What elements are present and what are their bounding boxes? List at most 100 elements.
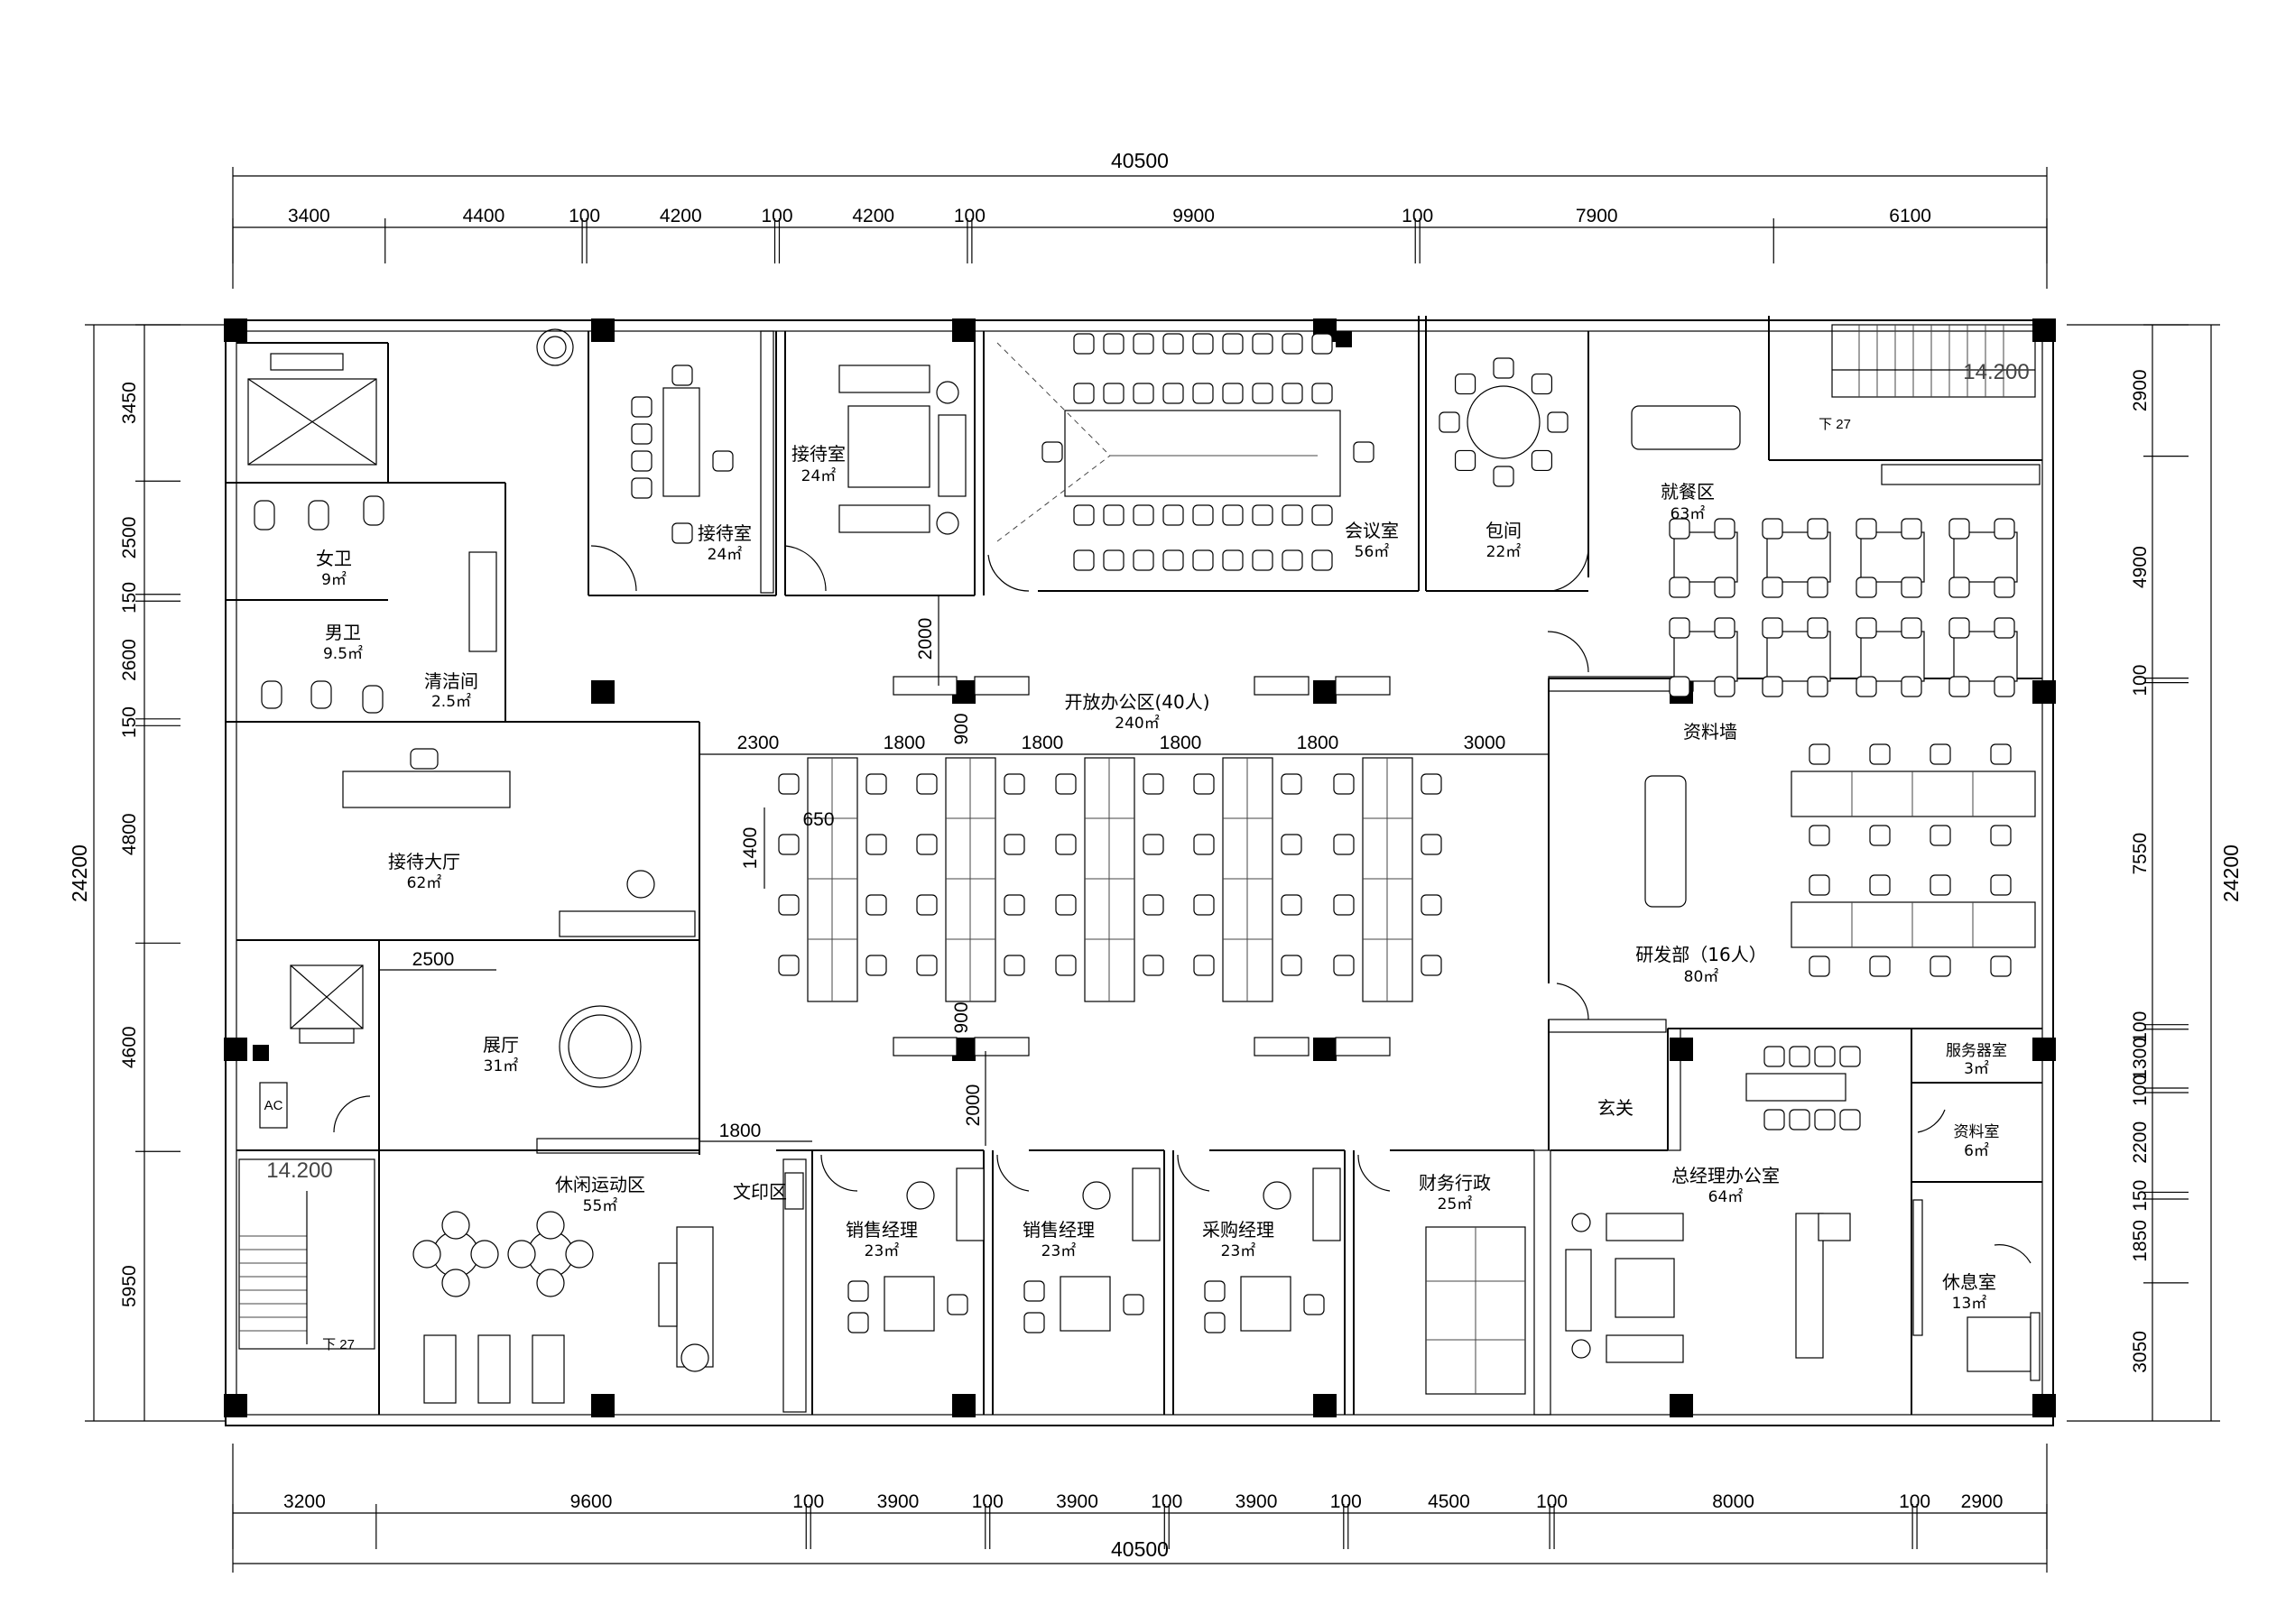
cabinet <box>1254 1037 1310 1057</box>
meeting-chair <box>1222 549 1244 571</box>
finance-admin-area: 25㎡ <box>1438 1195 1473 1213</box>
leisure-chair <box>441 1211 470 1240</box>
dining-chair <box>1714 518 1735 540</box>
rd-chair <box>1809 874 1830 896</box>
top-dim-7: 9900 <box>1172 206 1215 226</box>
sales-manager-a-name: 销售经理 <box>846 1219 918 1241</box>
office-chair <box>1333 894 1355 916</box>
office-chair <box>1421 894 1442 916</box>
reception-chair <box>631 450 652 472</box>
right-dim-10: 3050 <box>2130 1331 2151 1373</box>
meeting-chair <box>1133 549 1154 571</box>
office-chair <box>865 955 887 976</box>
rd-chair <box>1930 825 1951 846</box>
top-dim-4: 100 <box>761 206 792 226</box>
right-dim-0: 2900 <box>2130 369 2151 411</box>
dining-chair <box>1948 577 1970 598</box>
round-table-chair <box>1454 373 1476 395</box>
leisure-chair <box>412 1240 441 1269</box>
round-table-chair <box>1454 449 1476 472</box>
dining-chair <box>1994 577 2015 598</box>
office-chair <box>1004 955 1025 976</box>
manager-desk <box>884 1276 935 1332</box>
gm-meeting-chair <box>1763 1046 1785 1067</box>
dim-1800-d: 1800 <box>1297 733 1339 753</box>
dining-chair <box>1762 577 1783 598</box>
top-total-dimension: 40500 <box>1111 149 1169 172</box>
sales-manager-a-area: 23㎡ <box>865 1242 900 1260</box>
reception-chair <box>631 477 652 499</box>
dining-chair <box>1762 617 1783 639</box>
office-chair <box>778 894 800 916</box>
rest-room-area: 13㎡ <box>1952 1295 1987 1313</box>
office-chair <box>1421 955 1442 976</box>
meeting-chair <box>1252 549 1273 571</box>
office-chair <box>916 955 938 976</box>
office-chair <box>916 834 938 855</box>
manager-sofa <box>956 1167 985 1241</box>
right-dim-4: 100 <box>2130 1011 2151 1043</box>
dim-2000-top: 2000 <box>915 618 936 660</box>
meeting-chair <box>1192 333 1214 355</box>
dining-chair <box>1994 518 2015 540</box>
office-chair <box>1193 773 1215 795</box>
dining-chair <box>1994 617 2015 639</box>
office-chair <box>1143 955 1164 976</box>
rd-chair <box>1809 955 1830 977</box>
meeting-chair <box>1311 549 1333 571</box>
meeting-chair <box>1192 504 1214 526</box>
left-dim-4: 150 <box>119 706 140 738</box>
bottom-dim-13: 2900 <box>1961 1491 2004 1512</box>
meeting-chair <box>1311 383 1333 404</box>
dining-chair <box>1948 676 1970 697</box>
open-office-name: 开放办公区(40人) <box>1064 691 1209 713</box>
ac-label: AC <box>264 1098 283 1113</box>
leisure-chair <box>536 1269 565 1297</box>
bottom-total-dimension: 40500 <box>1111 1537 1169 1561</box>
cabinet <box>974 1037 1030 1057</box>
bottom-dim-6: 100 <box>1151 1491 1182 1512</box>
dining-chair <box>1856 518 1877 540</box>
plant <box>1263 1181 1291 1210</box>
office-chair <box>1193 894 1215 916</box>
manager-sofa <box>1312 1167 1341 1241</box>
dining-chair <box>1669 518 1690 540</box>
gm-meeting-chair <box>1814 1046 1836 1067</box>
right-dim-9: 1850 <box>2130 1220 2151 1262</box>
private-room-name: 包间 <box>1485 520 1522 541</box>
gm-meeting-chair <box>1814 1109 1836 1130</box>
dim-2300: 2300 <box>737 733 780 753</box>
office-chair <box>1143 834 1164 855</box>
top-dim-2: 100 <box>569 206 600 226</box>
office-chair <box>865 773 887 795</box>
dim-1400: 1400 <box>740 827 761 870</box>
meeting-chair <box>1252 333 1273 355</box>
office-chair <box>1004 894 1025 916</box>
office-chair <box>916 773 938 795</box>
meeting-chair <box>1073 504 1095 526</box>
right-dim-3: 7550 <box>2130 833 2151 875</box>
leisure-area-name: 休闲运动区 <box>555 1174 645 1195</box>
bottom-dim-4: 100 <box>972 1491 1004 1512</box>
dining-chair <box>1807 577 1828 598</box>
rd-chair <box>1990 955 2012 977</box>
room-labels: 接待室 24㎡ 接待室 24㎡ 会议室 56㎡ 包间 22㎡ 就餐区 63㎡ 女… <box>266 360 2029 1352</box>
rd-chair <box>1930 955 1951 977</box>
meeting-chair <box>1133 333 1154 355</box>
cabinet <box>893 1037 958 1057</box>
visitor-chair <box>1204 1312 1226 1333</box>
mens-wc-area: 9.5㎡ <box>323 645 363 663</box>
cleaning-room-area: 2.5㎡ <box>431 693 471 711</box>
meeting-chair <box>1252 504 1273 526</box>
archive-room-area: 6㎡ <box>1964 1142 1989 1160</box>
right-dim-2: 100 <box>2130 665 2151 697</box>
meeting-chair <box>1162 333 1184 355</box>
stair-bottom-left <box>239 1191 308 1344</box>
right-total-dimension: 24200 <box>2219 844 2243 902</box>
left-dim-2: 150 <box>119 582 140 614</box>
manager-desk <box>1240 1276 1291 1332</box>
office-chair <box>1143 773 1164 795</box>
reception-room-b-area: 24㎡ <box>801 467 837 485</box>
dining-table <box>1673 531 1738 583</box>
